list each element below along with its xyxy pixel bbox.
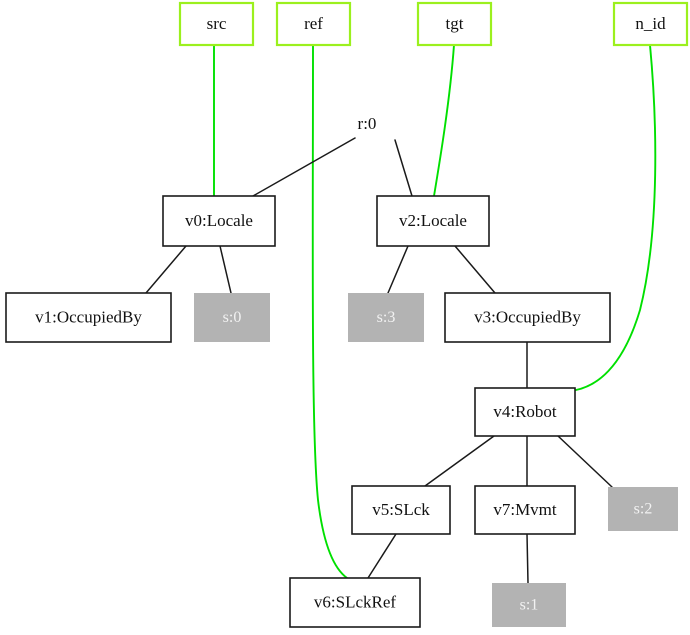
graph-node-shape-v6 (289, 577, 421, 628)
graph-node-ref[interactable]: ref (275, 1, 352, 47)
graph-node-label-r0: r:0 (358, 114, 377, 133)
graph-edge-v7-to-s1 (526, 533, 529, 584)
graph-node-s3[interactable]: s:3 (348, 293, 424, 342)
graph-edge-v4-to-s2 (557, 435, 613, 488)
graph-node-shape-v5 (351, 485, 451, 535)
graph-node-v7[interactable]: v7:Mvmt (474, 485, 576, 535)
graph-edge-tgt-to-v2 (433, 44, 455, 197)
graph-edge-v5-to-v6 (367, 533, 397, 579)
graph-node-s1[interactable]: s:1 (492, 583, 566, 627)
graph-node-label-s3: s:3 (377, 309, 396, 326)
graph-node-shape-n_id (612, 1, 689, 47)
graph-node-shape-v7 (474, 485, 576, 535)
graph-node-s2[interactable]: s:2 (608, 487, 678, 531)
graph-node-v1[interactable]: v1:OccupiedBy (5, 292, 172, 343)
graph-node-shape-s2 (608, 487, 678, 531)
graph-node-shape-v0 (162, 195, 276, 247)
graph-edge-ref-to-v6 (311, 44, 348, 579)
graph-node-label-v4: v4:Robot (493, 402, 557, 421)
graph-node-shape-s3 (348, 293, 424, 342)
graph-node-tgt[interactable]: tgt (416, 1, 493, 47)
graph-edge-v4-to-v5 (424, 435, 495, 487)
graph-edge-n_id-to-v4 (575, 44, 657, 391)
graph-node-label-tgt: tgt (446, 14, 464, 33)
graph-node-v3[interactable]: v3:OccupiedBy (444, 292, 611, 343)
graph-edge-r0-to-v0 (252, 137, 356, 197)
graph-edge-r0-to-v2 (394, 139, 413, 197)
graph-node-label-v3: v3:OccupiedBy (474, 307, 581, 326)
graph-node-label-v1: v1:OccupiedBy (35, 307, 142, 326)
graph-node-shape-v3 (444, 292, 611, 343)
graph-node-label-v7: v7:Mvmt (493, 500, 557, 519)
graph-node-v6[interactable]: v6:SLckRef (289, 577, 421, 628)
edge-layer (145, 44, 657, 584)
graph-node-label-src: src (207, 14, 227, 33)
graph-node-label-s1: s:1 (520, 597, 539, 614)
graph-edge-v0-to-s0 (219, 245, 232, 294)
graph-node-shape-s1 (492, 583, 566, 627)
graph-node-label-s2: s:2 (634, 501, 653, 518)
graph-edge-v2-to-s3 (387, 245, 409, 294)
graph-node-s0[interactable]: s:0 (194, 293, 270, 342)
graph-node-shape-v1 (5, 292, 172, 343)
graph-node-v4[interactable]: v4:Robot (474, 387, 576, 437)
graph-node-shape-v2 (376, 195, 490, 247)
graph-node-shape-v4 (474, 387, 576, 437)
graph-node-label-v5: v5:SLck (372, 500, 430, 519)
graph-node-label-v0: v0:Locale (185, 211, 253, 230)
graph-node-src[interactable]: src (178, 1, 255, 47)
graph-node-label-ref: ref (304, 14, 323, 33)
graph-node-shape-src (178, 1, 255, 47)
graph-edge-v0-to-v1 (145, 245, 187, 294)
graph-node-shape-s0 (194, 293, 270, 342)
node-layer: src ref tgt n_id r:0 v0:Locale v2:Locale v1:Occ… (5, 1, 689, 628)
graph-node-r0[interactable]: r:0 (358, 114, 377, 133)
graph-node-v5[interactable]: v5:SLck (351, 485, 451, 535)
graph-node-label-s0: s:0 (223, 309, 242, 326)
graph-node-v0[interactable]: v0:Locale (162, 195, 276, 247)
graph-edge-v2-to-v3 (454, 245, 496, 294)
graph-node-shape-ref (275, 1, 352, 47)
graph-node-label-v6: v6:SLckRef (314, 592, 396, 611)
graph-node-shape-tgt (416, 1, 493, 47)
graph-node-label-n_id: n_id (635, 14, 666, 33)
graph-node-label-v2: v2:Locale (399, 211, 467, 230)
graph-node-v2[interactable]: v2:Locale (376, 195, 490, 247)
graph-node-n_id[interactable]: n_id (612, 1, 689, 47)
